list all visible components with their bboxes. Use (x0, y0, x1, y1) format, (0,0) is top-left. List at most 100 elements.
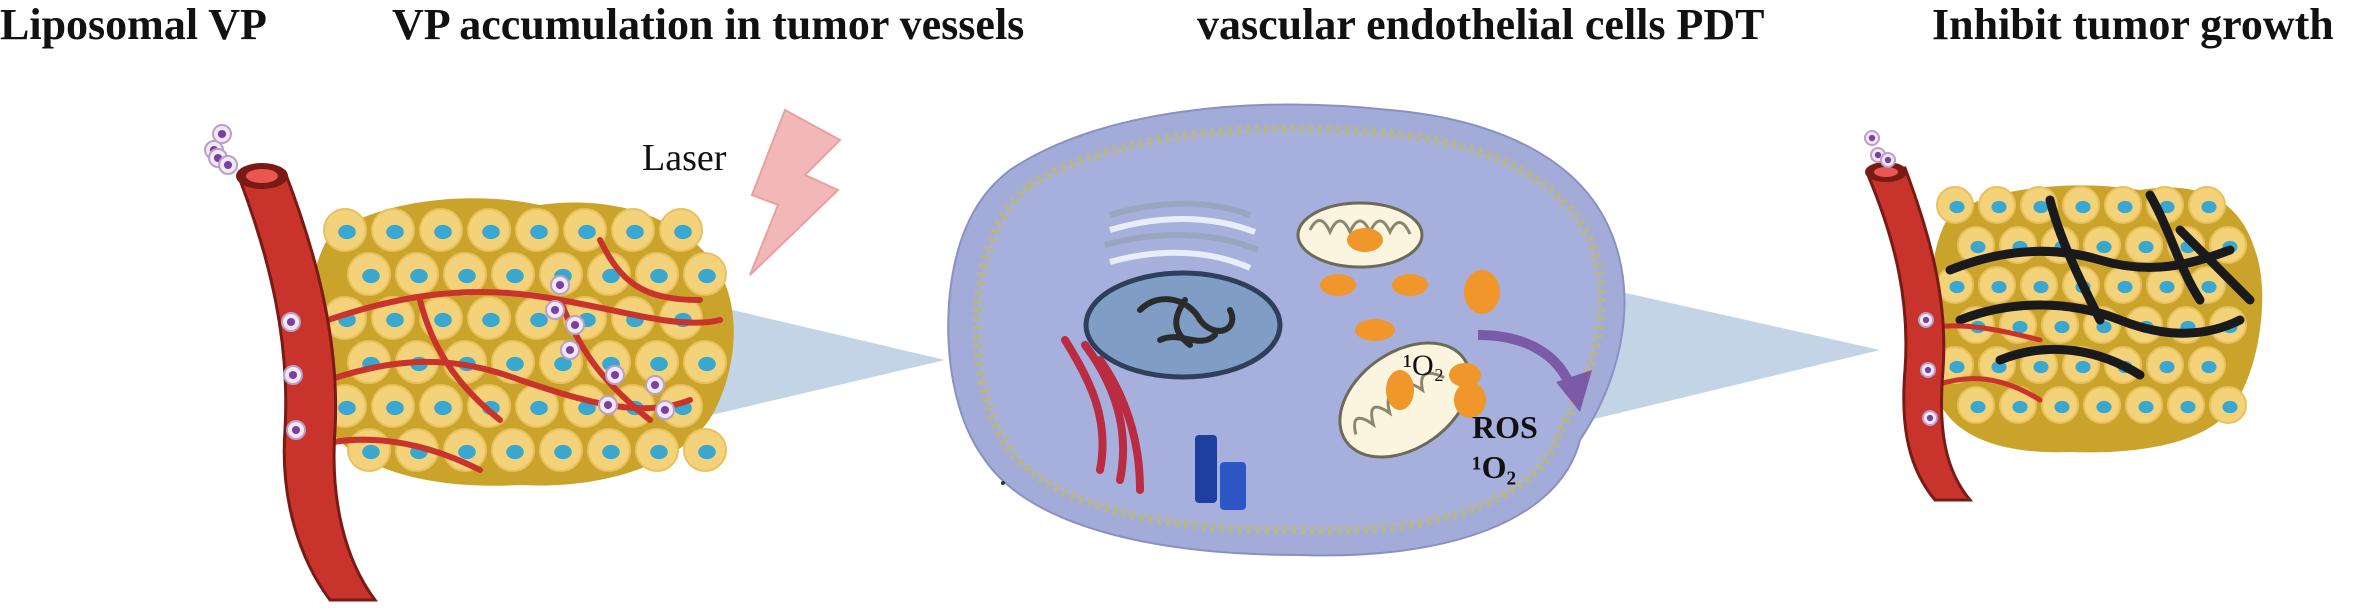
tumor-cell-nucleus (386, 400, 404, 416)
tumor-panel-3 (1864, 130, 2263, 502)
ros-label: ROS (1472, 409, 1538, 445)
endothelial-cell: ¹O₂ ROS ¹O₂ (947, 103, 1626, 557)
membrane-channel-left (1195, 435, 1217, 503)
blood-vessel-1 (237, 170, 378, 602)
ros-arrow (1477, 330, 1575, 388)
tumor-cell-nucleus (650, 444, 668, 460)
chromatin (1137, 296, 1236, 348)
tumor-cell-nucleus (506, 444, 524, 460)
tumor-cell-nucleus (602, 444, 620, 460)
tumor-cell-nucleus (458, 268, 476, 284)
liposome-core (1868, 134, 1876, 142)
tumor-cell-nucleus (698, 444, 716, 460)
tumor-cell-nucleus (1949, 280, 1965, 294)
tumor-cell-nucleus (506, 356, 524, 372)
tumor-cell-nucleus (410, 268, 428, 284)
tumor-cell-nucleus (2201, 280, 2217, 294)
tumor-cell-nucleus (1991, 360, 2007, 374)
liposome-group-3 (1864, 130, 1938, 426)
heading-liposomal-vp: Liposomal VP (0, 0, 267, 49)
laser-bolt (749, 108, 842, 276)
liposome-core (603, 400, 613, 410)
beam-left (690, 300, 945, 420)
tumor-cell-nucleus (2138, 400, 2154, 414)
heading-inhibit-growth: Inhibit tumor growth (1932, 0, 2334, 49)
tumor-cell-nucleus (2096, 400, 2112, 414)
tumor-cell-nucleus (602, 268, 620, 284)
tumor-cell-nucleus (2054, 320, 2070, 334)
tumor-cell-nucleus (506, 268, 524, 284)
liposome-core (1922, 316, 1930, 324)
tumor-cell-nucleus (2075, 360, 2091, 374)
tumor-cell-nucleus (434, 312, 452, 328)
tumor-cell-nucleus (2222, 400, 2238, 414)
tumor-cell-nucleus (2012, 320, 2028, 334)
heading-endothelial-pdt: vascular endothelial cells PDT (1197, 0, 1765, 49)
tumor-cell-nucleus (626, 224, 644, 240)
cell-nucleus (1083, 270, 1283, 380)
tumor-cell-nucleus (2033, 200, 2049, 214)
tumor-cell-nucleus (530, 400, 548, 416)
tumor-cell-nucleus (2117, 200, 2133, 214)
tumor-cell-nucleus (2054, 400, 2070, 414)
tumor-cell-nucleus (458, 444, 476, 460)
liposome-core (217, 129, 227, 139)
membrane-channel-right (1220, 462, 1246, 510)
liposome-core (1874, 151, 1882, 159)
vp-droplets (1320, 270, 1500, 418)
golgi-apparatus (1104, 200, 1260, 271)
singlet-oxygen-label-upper: ¹O₂ (1403, 349, 1444, 382)
tumor-cell-nucleus (482, 312, 500, 328)
tumor-cell-nucleus (434, 224, 452, 240)
tumor-cell-nucleus (698, 356, 716, 372)
tumor-cell-nucleus (674, 224, 692, 240)
tumor-cell-nucleus (2012, 400, 2028, 414)
liposome-core (288, 370, 298, 380)
tumor-cell-nucleus (2033, 280, 2049, 294)
heading-vp-accumulation: VP accumulation in tumor vessels (392, 0, 1025, 49)
liposome-core (555, 280, 565, 290)
tumor-cell-nucleus (650, 268, 668, 284)
tumor-cell-nucleus (698, 268, 716, 284)
liposome-core (565, 345, 575, 355)
beam-right (1590, 285, 1880, 420)
tumor-cell-nucleus (530, 224, 548, 240)
necrotic-vessels (1945, 190, 2255, 380)
ros-arrow-head (1556, 370, 1592, 412)
liposome-core (650, 380, 660, 390)
tumor-cell-nucleus (2159, 200, 2175, 214)
tumor-cell-nucleus (434, 400, 452, 416)
liposome-core (291, 425, 301, 435)
liposome-core (570, 320, 580, 330)
liposome-core (1924, 366, 1932, 374)
liposome-core (550, 305, 560, 315)
tumor-cell-nucleus (2159, 280, 2175, 294)
tumor-cell-nucleus (482, 224, 500, 240)
tumor-cell-nucleus (1991, 280, 2007, 294)
vp-in-mitochondrion (1347, 228, 1383, 252)
liposome-group-1 (204, 124, 675, 440)
tumor-cell-nucleus (2201, 200, 2217, 214)
tumor-cell-nucleus (2117, 280, 2133, 294)
liposome-core (1926, 414, 1934, 422)
tumor-cell-nucleus (530, 312, 548, 328)
tumor-cell-nucleus (578, 224, 596, 240)
singlet-oxygen-label-lower: ¹O₂ (1472, 449, 1516, 485)
tumor-cell-nucleus (1970, 240, 1986, 254)
tumor-cell-nucleus (338, 224, 356, 240)
tumor-cell-nucleus (386, 312, 404, 328)
tumor-cell-nucleus (2033, 360, 2049, 374)
blood-vessel-3 (1865, 166, 1974, 502)
tumor-cell-nucleus (554, 444, 572, 460)
tumor-cell-nucleus (2159, 360, 2175, 374)
tumor-cell-nucleus (386, 224, 404, 240)
tumor-cell-nucleus (1991, 200, 2007, 214)
tumor-cell-nucleus (2201, 360, 2217, 374)
tumor-panel-1 (204, 124, 734, 602)
endoplasmic-reticulum (1061, 336, 1144, 494)
tumor-cell-nucleus (362, 268, 380, 284)
tumor-cell-nucleus (2075, 200, 2091, 214)
tumor-cell-nucleus (554, 356, 572, 372)
